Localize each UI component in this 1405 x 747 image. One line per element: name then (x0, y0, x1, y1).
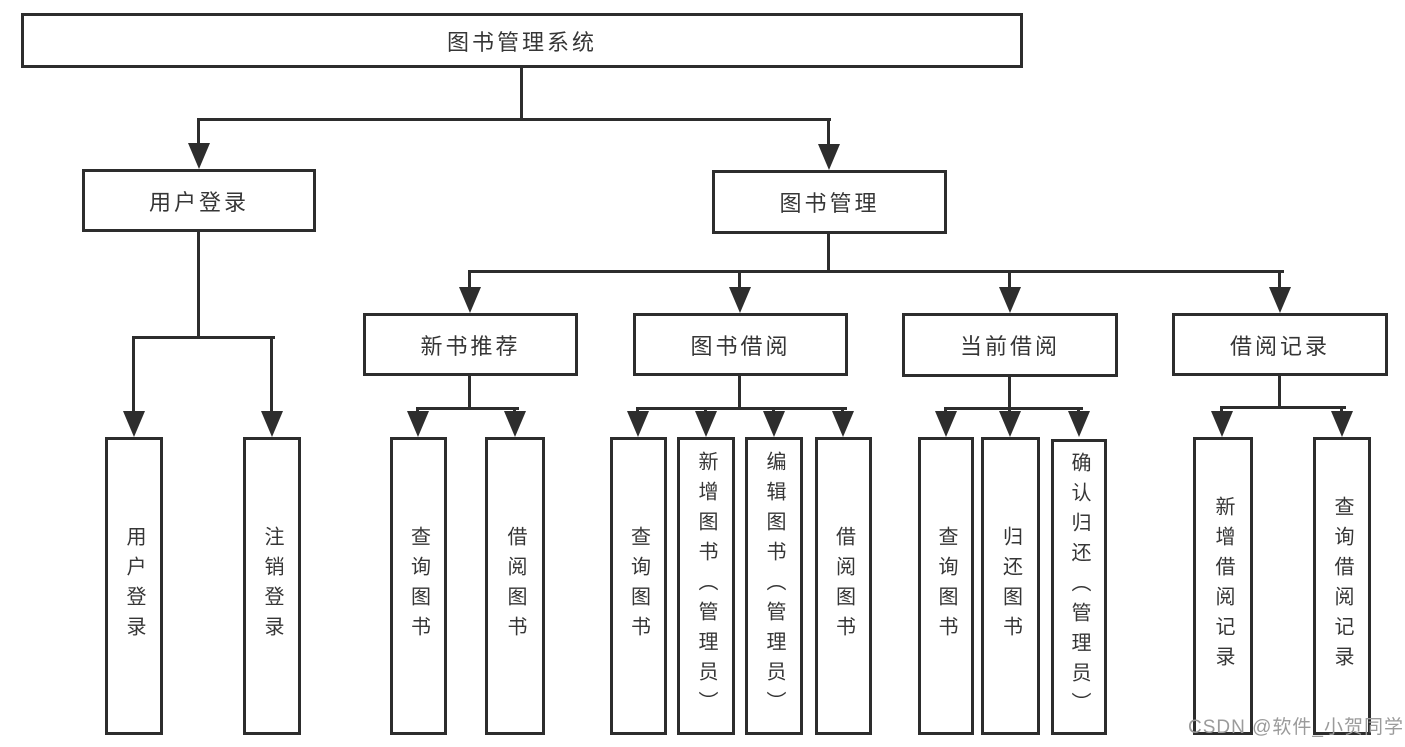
connector-line (1278, 374, 1281, 409)
arrow-down-icon (459, 287, 481, 313)
arrow-down-icon (832, 411, 854, 437)
leaf-borrow-books: 借阅图书 (815, 437, 872, 735)
node-new-book-recommendation: 新书推荐 (363, 313, 578, 376)
arrow-down-icon (261, 411, 283, 437)
leaf-query-books-current: 查询图书 (918, 437, 974, 735)
connector-line (827, 232, 830, 273)
arrow-down-icon (1269, 287, 1291, 313)
leaf-borrow-books-recommend: 借阅图书 (485, 437, 545, 735)
connector-line (197, 230, 200, 339)
arrow-down-icon (504, 411, 526, 437)
connector-line (1008, 375, 1011, 410)
leaf-add-borrow-record: 新增借阅记录 (1193, 437, 1253, 735)
node-label: 用户登录 (123, 526, 145, 646)
connector-line (468, 270, 1284, 273)
node-label: 借阅图书 (832, 526, 855, 646)
connector-line (738, 270, 741, 292)
leaf-return-books: 归还图书 (981, 437, 1040, 735)
connector-line (1278, 270, 1281, 292)
connector-line (416, 407, 519, 410)
connector-line (520, 66, 523, 120)
connector-line (468, 374, 471, 410)
node-label: 图书管理 (779, 191, 880, 216)
node-label: 查询借阅记录 (1331, 496, 1353, 676)
connector-line (270, 336, 273, 420)
leaf-logout: 注销登录 (243, 437, 301, 735)
node-label: 查询图书 (935, 526, 957, 646)
leaf-edit-books-admin: 编辑图书（管理员） (745, 437, 803, 735)
node-label: 归还图书 (999, 526, 1022, 646)
leaf-query-books-recommend: 查询图书 (390, 437, 447, 735)
node-label: 图书管理系统 (446, 29, 597, 55)
connector-line (1220, 406, 1346, 409)
arrow-down-icon (729, 287, 751, 313)
node-label: 注销登录 (261, 526, 283, 646)
connector-line (944, 407, 1083, 410)
connector-line (636, 407, 847, 410)
connector-line (197, 118, 200, 148)
node-label: 查询图书 (407, 526, 430, 646)
node-borrowing-records: 借阅记录 (1172, 313, 1388, 376)
arrow-down-icon (695, 411, 717, 437)
connector-line (132, 336, 275, 339)
node-current-borrowing: 当前借阅 (902, 313, 1118, 377)
connector-line (468, 270, 471, 292)
node-label: 新增图书（管理员） (695, 451, 717, 721)
arrow-down-icon (999, 287, 1021, 313)
node-label: 图书借阅 (690, 333, 791, 359)
node-user-login: 用户登录 (82, 169, 316, 232)
csdn-watermark: CSDN @软件_小贺同学 (1188, 717, 1404, 738)
node-label: 用户登录 (148, 189, 249, 215)
connector-line (132, 336, 135, 420)
node-library-management-system: 图书管理系统 (21, 13, 1023, 68)
arrow-down-icon (818, 144, 840, 170)
connector-line (197, 118, 831, 121)
leaf-user-login: 用户登录 (105, 437, 163, 735)
node-label: 编辑图书（管理员） (763, 451, 785, 721)
arrow-down-icon (1068, 411, 1090, 437)
connector-line (738, 374, 741, 410)
node-label: 新书推荐 (420, 333, 521, 359)
arrow-down-icon (935, 411, 957, 437)
arrow-down-icon (188, 143, 210, 169)
node-book-borrowing: 图书借阅 (633, 313, 848, 376)
connector-line (827, 118, 830, 148)
leaf-query-books-borrowing: 查询图书 (610, 437, 667, 735)
leaf-confirm-return-admin: 确认归还（管理员） (1051, 439, 1107, 735)
leaf-query-borrow-record: 查询借阅记录 (1313, 437, 1371, 735)
arrow-down-icon (1331, 411, 1353, 437)
arrow-down-icon (1211, 411, 1233, 437)
arrow-down-icon (763, 411, 785, 437)
node-book-management: 图书管理 (712, 170, 947, 234)
connector-line (1008, 270, 1011, 292)
leaf-add-books-admin: 新增图书（管理员） (677, 437, 735, 735)
arrow-down-icon (627, 411, 649, 437)
node-label: 借阅记录 (1229, 333, 1330, 359)
node-label: 确认归还（管理员） (1068, 452, 1090, 722)
arrow-down-icon (999, 411, 1021, 437)
node-label: 查询图书 (627, 526, 650, 646)
node-label: 新增借阅记录 (1212, 496, 1234, 676)
node-label: 借阅图书 (504, 526, 526, 646)
node-label: 当前借阅 (959, 334, 1060, 359)
arrow-down-icon (123, 411, 145, 437)
arrow-down-icon (407, 411, 429, 437)
